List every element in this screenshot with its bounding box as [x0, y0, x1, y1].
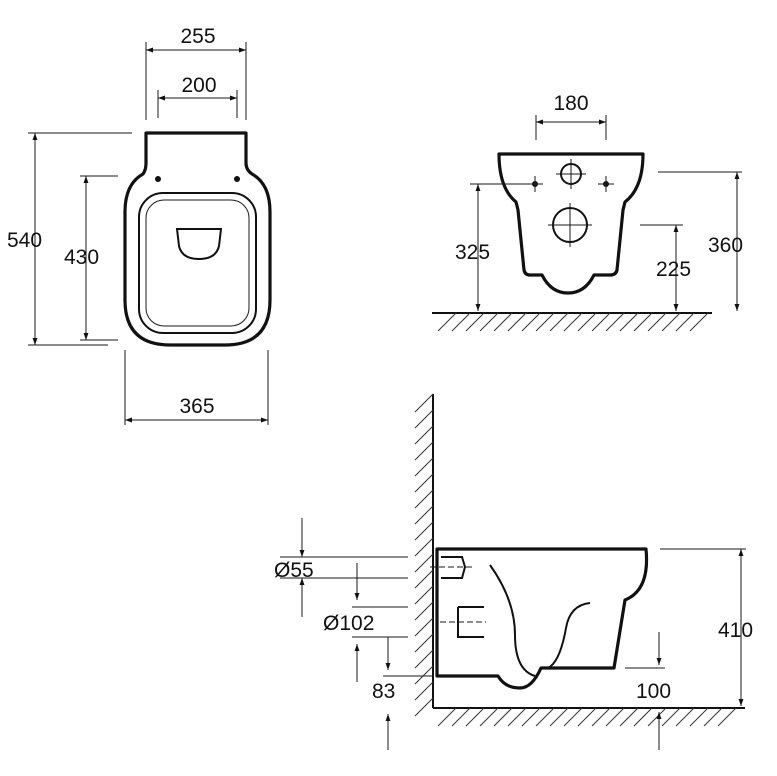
seat-inner [145, 199, 250, 327]
hinge-hole-left [155, 176, 161, 182]
bowl-inner-curve-2 [547, 602, 591, 669]
dim-bolt-spacing: 180 [553, 92, 588, 115]
dim-bowl-width: 365 [179, 395, 214, 418]
toilet-top-outline [123, 131, 272, 347]
dim-bowl-length: 430 [64, 246, 99, 269]
dim-outlet-offset: 83 [372, 680, 395, 703]
dim-total-height: 360 [708, 234, 743, 257]
crosshair-right [598, 176, 614, 192]
inlet-pipe [441, 556, 467, 579]
crosshair-outlet [548, 203, 592, 247]
dim-outlet-height: 225 [656, 258, 691, 281]
seat-outline [138, 192, 257, 334]
wall-hatch [414, 393, 434, 717]
bowl-inner-curve [489, 564, 536, 677]
dim-rim-height: 410 [718, 619, 753, 642]
dim-seat-width-outer: 255 [180, 25, 215, 48]
side-view: Ø55 Ø102 83 100 410 [274, 393, 753, 750]
outlet-pipe [457, 606, 484, 638]
dim-outlet-diameter: Ø102 [323, 612, 374, 635]
crosshair-left [527, 176, 543, 192]
dim-total-length: 540 [7, 229, 42, 252]
dim-seat-width-inner: 200 [181, 74, 216, 97]
hinge-hole-right [234, 176, 240, 182]
front-floor-hatch [437, 312, 709, 332]
front-view: 180 325 225 360 [432, 92, 743, 332]
toilet-side-outline [435, 547, 649, 690]
crosshair-top [556, 159, 586, 189]
bowl-opening [175, 228, 223, 261]
side-floor-hatch [437, 707, 737, 727]
dim-inlet-height: 325 [455, 241, 490, 264]
dim-inlet-diameter: Ø55 [274, 559, 314, 582]
dim-bottom-clearance: 100 [636, 680, 671, 703]
top-view: 255 200 540 430 365 [7, 25, 272, 425]
